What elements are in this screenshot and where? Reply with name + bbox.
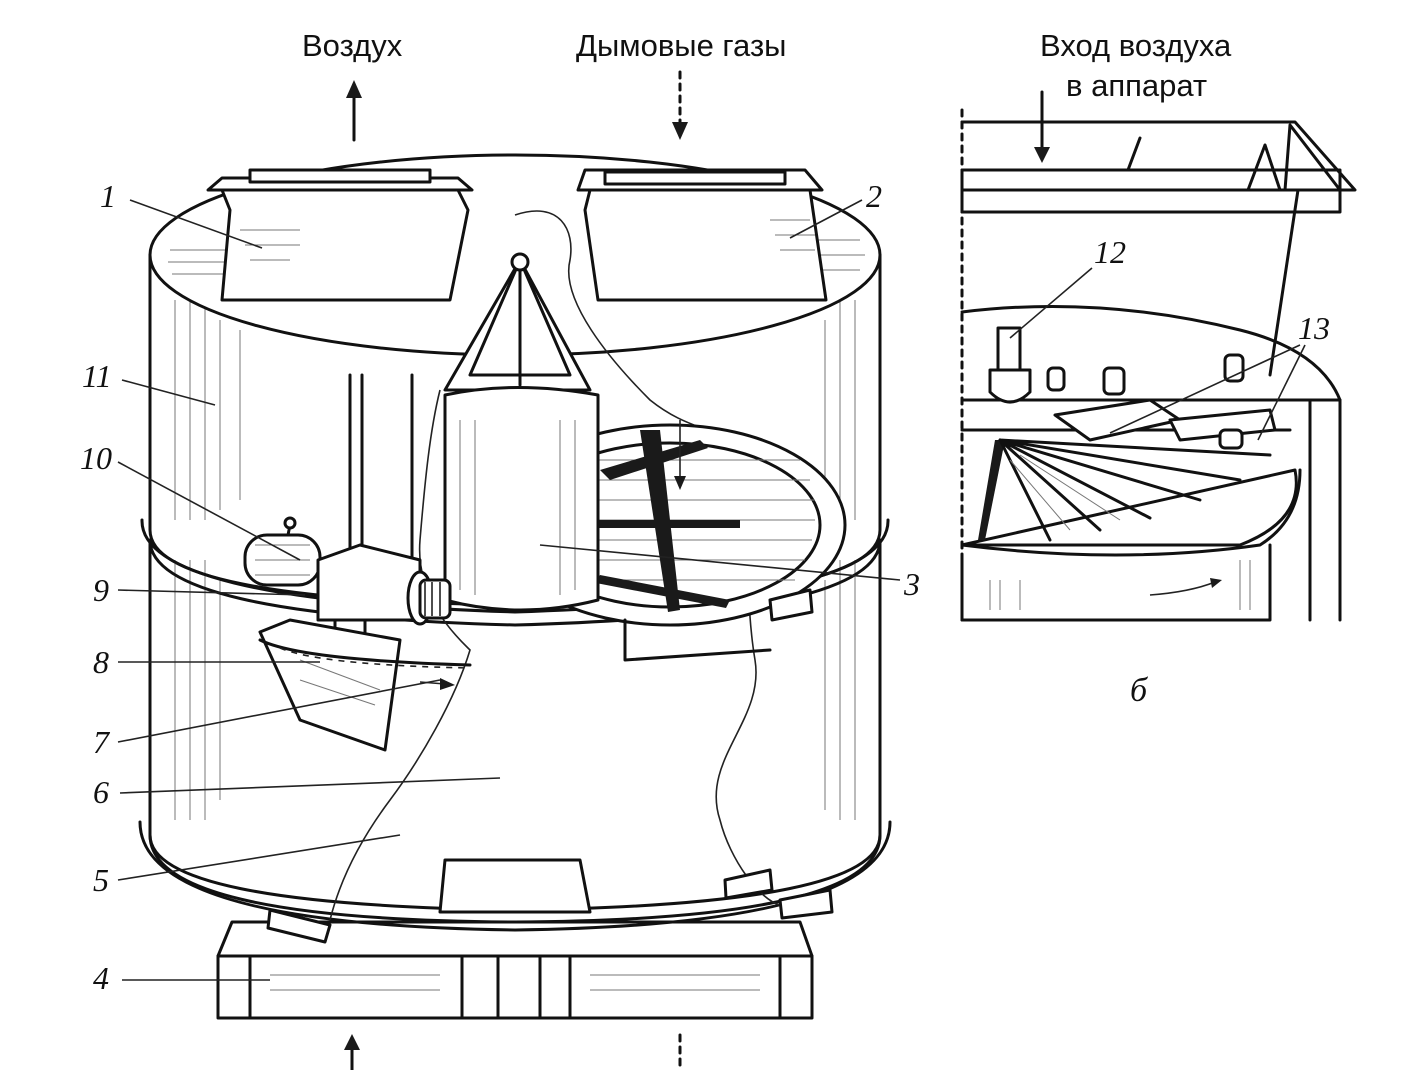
flue-gas-arrow xyxy=(672,70,688,140)
sector-plates xyxy=(960,438,1302,557)
air-outlet-duct xyxy=(206,168,474,302)
inner-flow-arrows xyxy=(419,420,686,690)
shell-shading xyxy=(174,300,856,820)
drive-unit xyxy=(243,516,452,626)
leader-lines xyxy=(117,199,1306,981)
detail-air-in-arrow xyxy=(1034,90,1050,163)
detail-view-b xyxy=(960,108,1357,622)
flue-gas-inlet-duct xyxy=(576,168,828,302)
central-shaft xyxy=(443,252,600,612)
air-out-arrow xyxy=(346,80,362,142)
base-frame xyxy=(216,920,814,1020)
air-in-arrow-bottom xyxy=(344,1034,360,1072)
main-apparatus xyxy=(138,153,892,1020)
bolt-stud xyxy=(988,326,1245,450)
